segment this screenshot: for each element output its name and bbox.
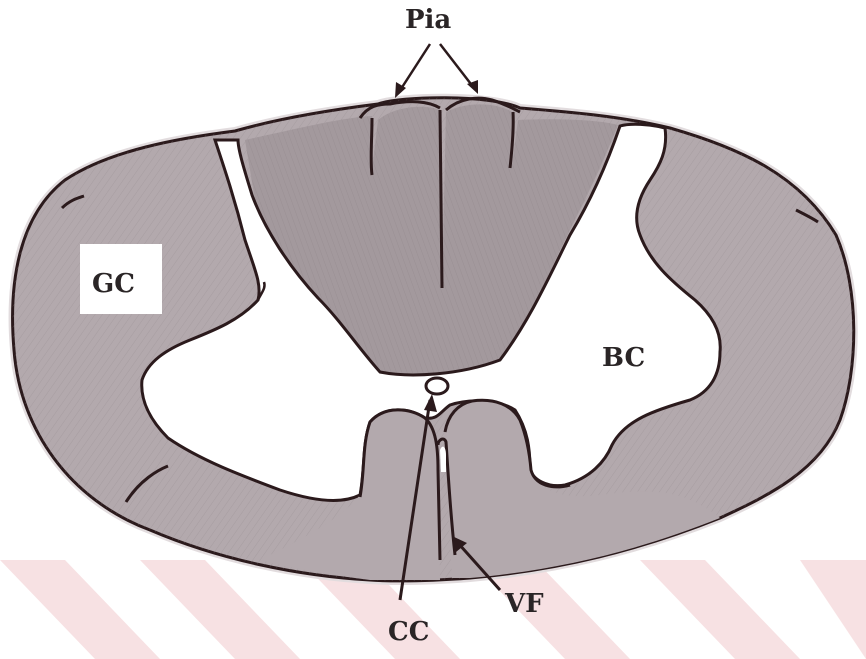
label-pia: Pia: [405, 5, 451, 35]
pia-arrow-left: [399, 44, 430, 92]
dorsal-median-septum: [440, 110, 442, 288]
central-canal: [426, 378, 448, 394]
watermark-stripe: [0, 560, 160, 659]
ventral-fissure-gap: [440, 447, 446, 472]
watermark-stripe: [640, 560, 800, 659]
label-vf: VF: [504, 589, 544, 619]
watermark-stripe: [140, 560, 300, 659]
label-cc: CC: [388, 617, 429, 647]
dorsal-intermediate-septum-left: [371, 118, 372, 175]
label-gc: GC: [92, 269, 135, 299]
pia-arrows: [395, 44, 478, 98]
label-bc: BC: [602, 343, 645, 373]
pia-arrow-right: [440, 44, 474, 88]
watermark-stripe: [800, 560, 866, 659]
